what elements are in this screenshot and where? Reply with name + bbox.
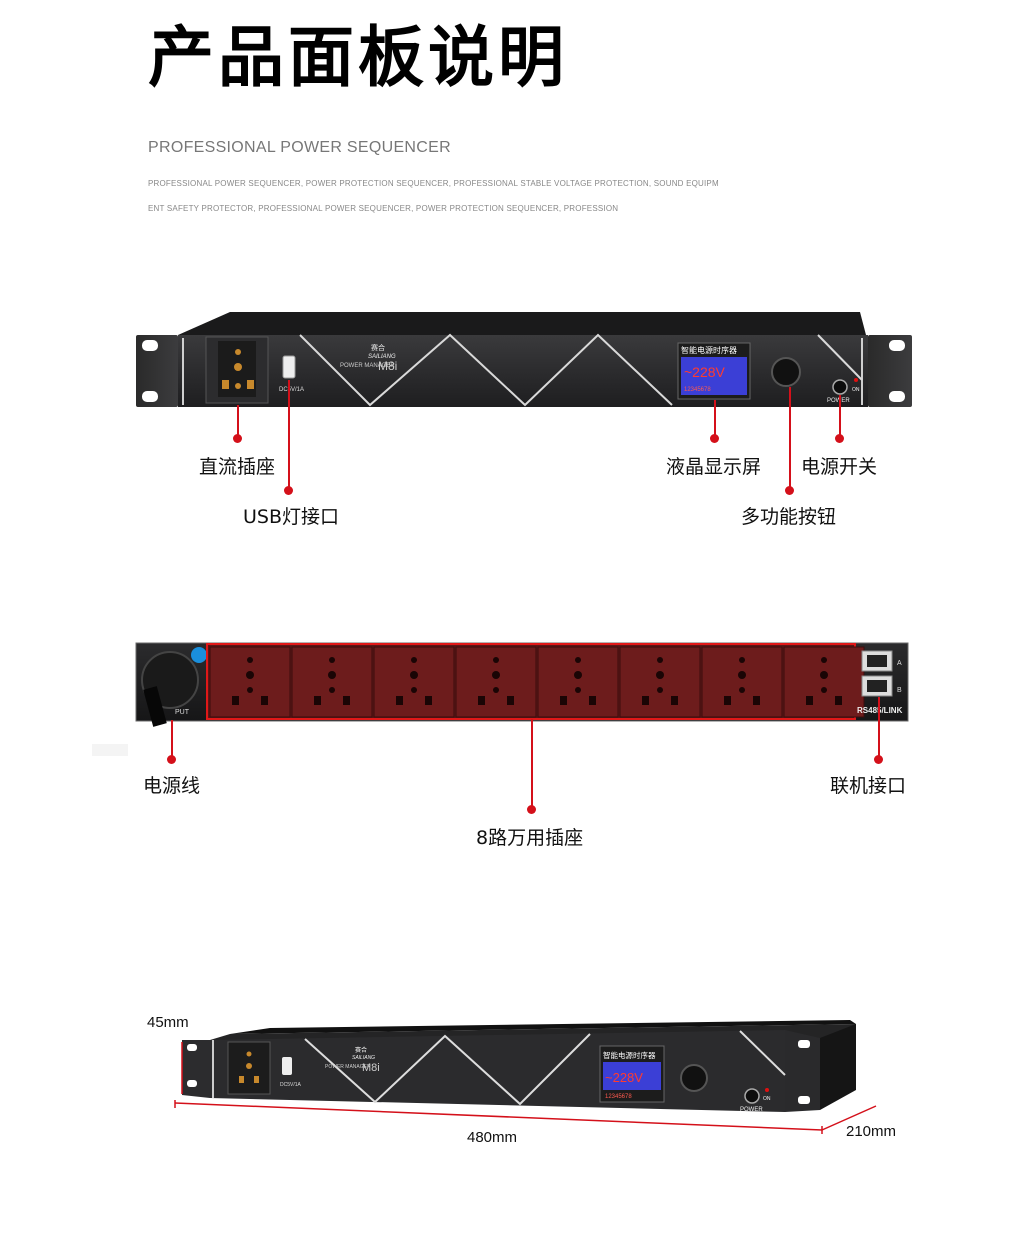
- rear-outlet: [291, 646, 373, 718]
- svg-text:PUT: PUT: [175, 709, 190, 716]
- callout-dot-dc-socket: [233, 434, 242, 443]
- svg-text:ON: ON: [852, 387, 860, 393]
- svg-text:~228V: ~228V: [605, 1070, 643, 1085]
- svg-text:POWER: POWER: [827, 398, 850, 404]
- label-outlets: 8路万用插座: [476, 827, 584, 849]
- callout-dot-power: [835, 434, 844, 443]
- callout-line-outlets: [531, 719, 533, 808]
- svg-text:M8i: M8i: [362, 1062, 380, 1074]
- dimension-height: 45mm: [147, 1014, 189, 1031]
- label-knob: 多功能按钮: [741, 506, 837, 528]
- label-lcd: 液晶显示屏: [666, 456, 762, 478]
- callout-dot-outlets: [527, 805, 536, 814]
- svg-text:POWER: POWER: [740, 1107, 763, 1113]
- svg-text:POWER MANAGER: POWER MANAGER: [325, 1064, 371, 1070]
- svg-text:~228V: ~228V: [684, 364, 726, 380]
- isometric-view: DC5V/1A 赛合 SAILIANG POWER MANAGER M8i 智能…: [182, 1020, 856, 1113]
- callout-line-lcd: [714, 400, 716, 438]
- svg-text:ON: ON: [763, 1096, 771, 1102]
- callout-dot-lcd: [710, 434, 719, 443]
- callout-line-power-cord: [171, 720, 173, 758]
- svg-text:SAILIANG: SAILIANG: [352, 1055, 375, 1061]
- rear-outlet: [701, 646, 783, 718]
- page-title: 产品面板说明: [148, 19, 568, 96]
- callout-line-knob: [789, 387, 791, 487]
- rear-outlet: [783, 646, 865, 718]
- svg-text:赛合: 赛合: [371, 343, 385, 352]
- rear-outlet: [537, 646, 619, 718]
- callout-dot-knob: [785, 486, 794, 495]
- svg-text:SAILIANG: SAILIANG: [368, 354, 396, 360]
- svg-text:DC5V/1A: DC5V/1A: [279, 387, 304, 393]
- description-line-2: ENT SAFETY PROTECTOR, PROFESSIONAL POWER…: [148, 204, 619, 213]
- dimension-width: 480mm: [467, 1129, 518, 1146]
- callout-line-power: [839, 395, 841, 438]
- dimension-depth: 210mm: [846, 1123, 897, 1140]
- svg-text:M8i: M8i: [378, 359, 397, 373]
- rear-outlet: [619, 646, 701, 718]
- callout-line-dc-socket: [237, 405, 239, 438]
- callout-dot-power-cord: [167, 755, 176, 764]
- svg-text:12345678: 12345678: [605, 1094, 632, 1100]
- rear-outlet: [455, 646, 537, 718]
- svg-text:DC5V/1A: DC5V/1A: [280, 1082, 302, 1088]
- callout-line-link: [878, 697, 880, 758]
- svg-text:POWER MANAGER: POWER MANAGER: [340, 363, 395, 369]
- callout-dot-link: [874, 755, 883, 764]
- label-dc-socket: 直流插座: [199, 456, 276, 478]
- svg-text:智能电源时序器: 智能电源时序器: [603, 1050, 656, 1060]
- rear-outlet: [209, 646, 291, 718]
- callout-dot-usb: [284, 486, 293, 495]
- label-usb-port: USB灯接口: [243, 506, 340, 528]
- callout-line-usb: [288, 380, 290, 488]
- svg-text:智能电源时序器: 智能电源时序器: [681, 345, 737, 355]
- svg-text:12345678: 12345678: [684, 387, 711, 393]
- rear-outlet: [373, 646, 455, 718]
- description-line-1: PROFESSIONAL POWER SEQUENCER, POWER PROT…: [148, 179, 719, 188]
- front-panel: DC5V/1A 赛合 SAILIANG POWER MANAGER M8i 智能…: [136, 312, 912, 407]
- rear-panel: PUT A B RS485/LINK: [92, 642, 909, 756]
- label-link-port: 联机接口: [830, 775, 907, 797]
- page-subtitle: PROFESSIONAL POWER SEQUENCER: [148, 139, 451, 156]
- svg-text:A: A: [897, 660, 902, 667]
- label-power-cord: 电源线: [143, 775, 201, 797]
- label-power-switch: 电源开关: [801, 456, 878, 478]
- svg-text:赛合: 赛合: [355, 1046, 367, 1054]
- svg-text:B: B: [897, 687, 902, 694]
- dimension-lines: [174, 1042, 877, 1134]
